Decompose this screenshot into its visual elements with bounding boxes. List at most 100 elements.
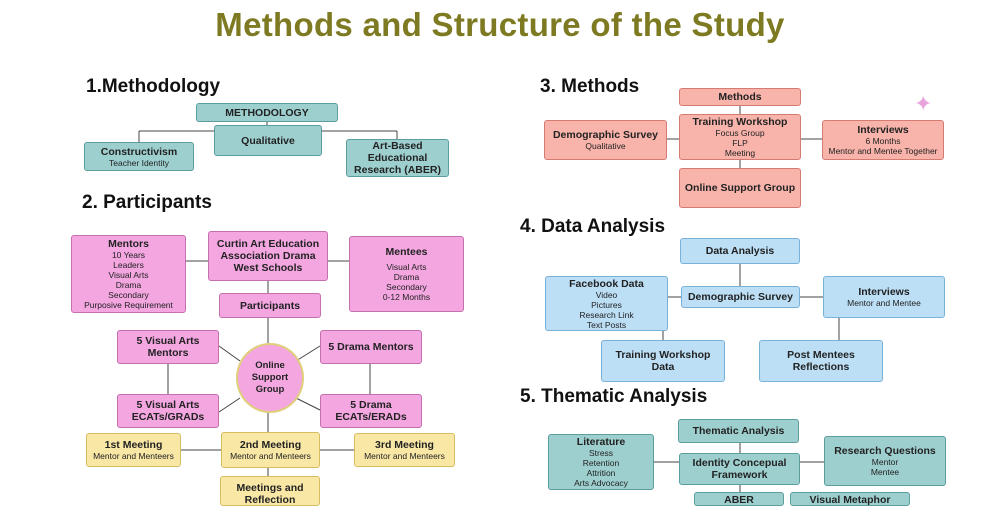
demographic-survey-box: Demographic Survey Qualitative	[544, 120, 667, 160]
first-meeting-sub: Mentor and Menteers	[93, 451, 174, 461]
section-data-analysis: 4. Data Analysis	[520, 216, 666, 237]
interviews-analysis-box: Interviews Mentor and Mentee	[823, 276, 945, 318]
research-questions-box: Research Questions Mentor Mentee	[824, 436, 946, 486]
data-analysis-root-label: Data Analysis	[705, 245, 775, 257]
research-questions-line: Mentee	[870, 467, 900, 477]
visual-arts-ecats-label: 5 Visual Arts ECATs/GRADs	[131, 399, 205, 423]
drama-ecats-box: 5 Drama ECATs/ERADs	[320, 394, 422, 428]
visual-arts-mentors-box: 5 Visual Arts Mentors	[117, 330, 219, 364]
curtin-label: Curtin Art Education Association Drama W…	[216, 238, 320, 274]
training-workshop-data-box: Training Workshop Data	[601, 340, 725, 382]
facebook-data-title: Facebook Data	[569, 277, 644, 290]
mentees-line: Secondary	[386, 282, 427, 292]
participants-box: Participants	[219, 293, 321, 318]
first-meeting-box: 1st Meeting Mentor and Menteers	[86, 433, 181, 467]
training-workshop-line: FLP	[732, 138, 748, 148]
thematic-analysis-root-box: Thematic Analysis	[678, 419, 799, 443]
visual-metaphor-box: Visual Metaphor	[790, 492, 910, 506]
aber-methodology-box: Art-Based Educational Research (ABER)	[346, 139, 449, 177]
mentors-line: Drama	[115, 280, 142, 290]
interviews-methods-box: Interviews 6 Months Mentor and Mentee To…	[822, 120, 944, 160]
methods-root-box: Methods	[679, 88, 801, 106]
facebook-data-line: Research Link	[579, 309, 634, 320]
online-support-methods-label: Online Support Group	[684, 182, 796, 194]
mentees-line: 0-12 Months	[382, 292, 431, 302]
training-workshop-box: Training Workshop Focus Group FLP Meetin…	[679, 114, 801, 160]
literature-line: Attrition	[586, 468, 616, 478]
first-meeting-title: 1st Meeting	[104, 439, 163, 451]
interviews-analysis-title: Interviews	[858, 286, 910, 298]
training-workshop-line: Meeting	[724, 148, 756, 158]
visual-metaphor-label: Visual Metaphor	[809, 494, 891, 506]
mentees-line: Visual Arts	[386, 262, 427, 272]
mentors-line: Visual Arts	[108, 270, 149, 280]
constructivism-box: Constructivism Teacher Identity	[84, 142, 194, 171]
curtin-box: Curtin Art Education Association Drama W…	[208, 231, 328, 281]
qualitative-label: Qualitative	[241, 134, 295, 147]
constructivism-sub: Teacher Identity	[108, 157, 169, 168]
third-meeting-sub: Mentor and Menteers	[364, 451, 445, 461]
mentors-line: Purposive Requirement	[84, 300, 173, 310]
training-workshop-line: Focus Group	[715, 128, 765, 138]
facebook-data-line: Text Posts	[586, 319, 627, 330]
interviews-analysis-sub: Mentor and Mentee	[847, 298, 921, 308]
demographic-survey-analysis-box: Demographic Survey	[681, 286, 800, 308]
online-support-group-label: Online Support Group	[251, 360, 289, 395]
post-mentees-reflections-box: Post Mentees Reflections	[759, 340, 883, 382]
qualitative-box: Qualitative	[214, 125, 322, 156]
methods-root-label: Methods	[718, 91, 762, 103]
mentors-line: Secondary	[108, 290, 149, 300]
section-participants: 2. Participants	[82, 192, 212, 213]
third-meeting-box: 3rd Meeting Mentor and Menteers	[354, 433, 455, 467]
interviews-methods-line: 6 Months	[865, 136, 901, 146]
meetings-reflection-box: Meetings and Reflection	[220, 476, 320, 506]
methodology-root-box: METHODOLOGY	[196, 103, 338, 122]
facebook-data-line: Video	[595, 289, 618, 300]
literature-line: Retention	[582, 458, 620, 468]
visual-arts-mentors-label: 5 Visual Arts Mentors	[136, 335, 200, 359]
mentees-box: Mentees Visual Arts Drama Secondary 0-12…	[349, 236, 464, 312]
mentors-line: Leaders	[113, 260, 144, 270]
constructivism-title: Constructivism	[100, 145, 178, 158]
participants-label: Participants	[239, 299, 301, 312]
online-support-methods-box: Online Support Group	[679, 168, 801, 208]
mentors-line: 10 Years	[111, 250, 146, 260]
page-title: Methods and Structure of the Study	[215, 6, 785, 43]
demographic-survey-analysis-label: Demographic Survey	[687, 291, 794, 303]
literature-title: Literature	[576, 436, 626, 448]
mentors-box: Mentors 10 Years Leaders Visual Arts Dra…	[71, 235, 186, 313]
mentees-title: Mentees	[385, 246, 428, 258]
third-meeting-title: 3rd Meeting	[375, 439, 434, 451]
interviews-methods-line: Mentor and Mentee Together	[828, 146, 938, 156]
identity-framework-label: Identity Concepual Framework	[692, 457, 787, 481]
mentors-title: Mentors	[108, 238, 149, 250]
literature-line: Arts Advocacy	[574, 478, 628, 488]
sparkle-icon: ✦	[914, 91, 933, 116]
drama-mentors-label: 5 Drama Mentors	[328, 341, 414, 353]
demographic-survey-sub: Qualitative	[585, 141, 626, 151]
methodology-root-label: METHODOLOGY	[225, 106, 309, 119]
aber-methodology-label: Art-Based Educational Research (ABER)	[354, 140, 441, 176]
visual-arts-ecats-box: 5 Visual Arts ECATs/GRADs	[117, 394, 219, 428]
section-methodology: 1.Methodology	[86, 76, 221, 97]
second-meeting-box: 2nd Meeting Mentor and Menteers	[221, 432, 320, 468]
data-analysis-root-box: Data Analysis	[680, 238, 800, 264]
section-methods: 3. Methods	[540, 76, 640, 97]
drama-ecats-label: 5 Drama ECATs/ERADs	[335, 399, 407, 423]
second-meeting-title: 2nd Meeting	[239, 439, 302, 451]
research-questions-line: Mentor	[871, 457, 899, 467]
section-thematic-analysis: 5. Thematic Analysis	[520, 386, 708, 407]
demographic-survey-title: Demographic Survey	[552, 129, 659, 141]
training-workshop-data-label: Training Workshop Data	[615, 349, 711, 373]
literature-line: Stress	[588, 448, 614, 458]
post-mentees-reflections-label: Post Mentees Reflections	[787, 349, 855, 373]
interviews-methods-title: Interviews	[857, 124, 909, 136]
aber-thematic-box: ABER	[694, 492, 784, 506]
second-meeting-sub: Mentor and Menteers	[230, 451, 311, 461]
drama-mentors-box: 5 Drama Mentors	[320, 330, 422, 364]
facebook-data-box: Facebook Data Video Pictures Research Li…	[545, 276, 668, 331]
literature-box: Literature Stress Retention Attrition Ar…	[548, 434, 654, 490]
facebook-data-line: Pictures	[591, 299, 622, 310]
thematic-analysis-root-label: Thematic Analysis	[692, 425, 785, 437]
research-questions-title: Research Questions	[834, 445, 936, 457]
